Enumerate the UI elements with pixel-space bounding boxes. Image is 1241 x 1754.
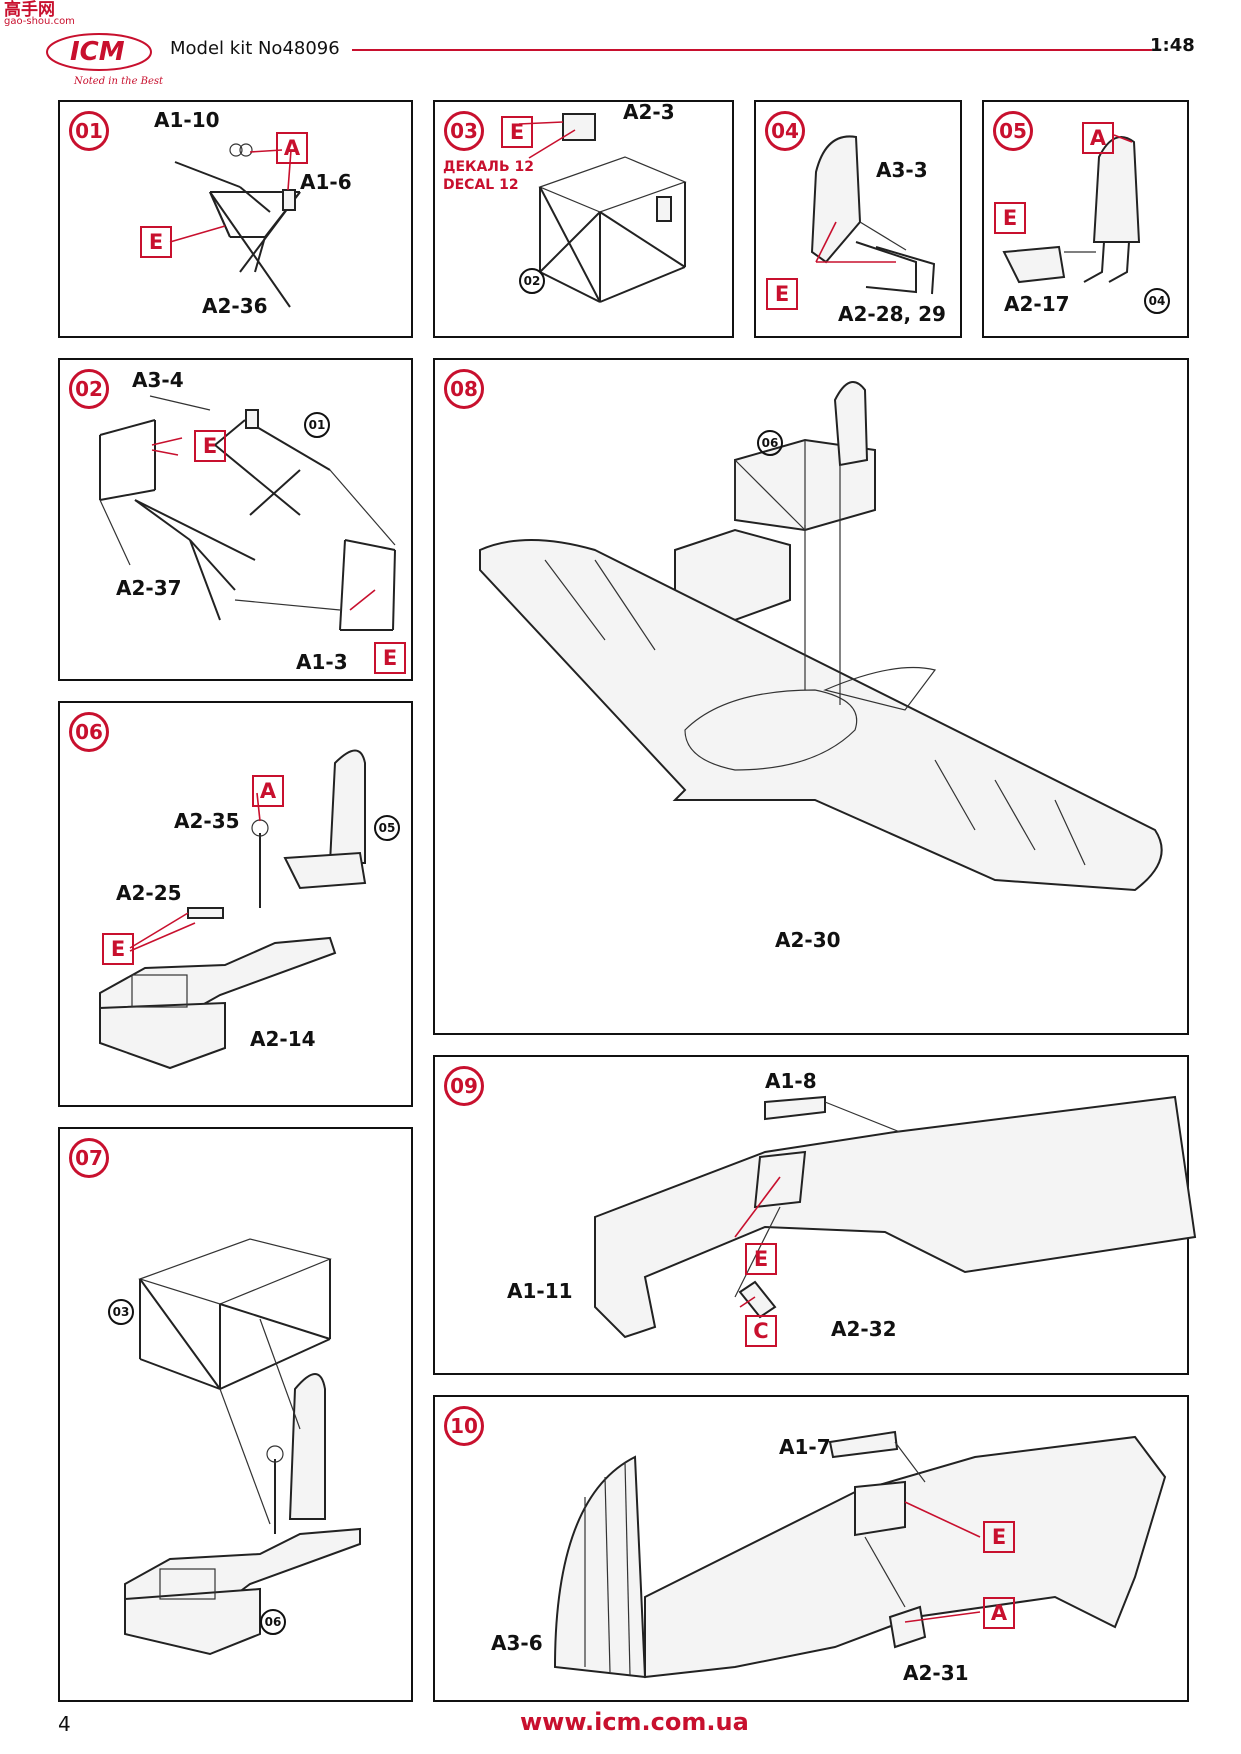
frame-drawing [99,395,396,631]
part-label: A3-3 [876,158,928,182]
step-number: 09 [444,1066,484,1106]
site-watermark: 高手网 gao-shou.com [4,0,75,28]
step-08-panel: 08 A2-30 06 [433,358,1189,1035]
step-number: 07 [69,1138,109,1178]
kit-title: Model kit No48096 [170,38,340,59]
footer-link[interactable]: www.icm.com.ua [520,1708,749,1736]
part-label: A2-25 [116,881,182,905]
paint-code: E [194,430,226,462]
part-label: A1-8 [765,1069,817,1093]
paint-code: A [983,1597,1015,1629]
step-number: 01 [69,111,109,151]
seat-drawing [810,135,936,295]
part-label: A2-30 [775,928,841,952]
frame-drawing [169,143,301,308]
paint-code: E [140,226,172,258]
step-number: 08 [444,369,484,409]
step-09-panel: 09 A1-8 A1-11 A2-32 E C [433,1055,1197,1375]
step-01-panel: 01 A1-10 A1-6 A2-36 A E [58,100,413,338]
cockpit-assembly-drawing [124,1238,361,1656]
part-label: A1-6 [300,170,352,194]
step-ref: 05 [374,815,400,841]
decal-ru: ДЕКАЛЬ 12 [443,159,534,175]
part-label: A3-6 [491,1631,543,1655]
step-number: 03 [444,111,484,151]
part-label: A1-7 [779,1435,831,1459]
icm-logo: ICM Noted in the Best [44,28,164,92]
step-05-panel: 05 A2-17 A E 04 [982,100,1189,338]
seat-drawing [1002,134,1141,284]
part-label: A1-3 [296,650,348,674]
paint-code: E [501,116,533,148]
step-04-panel: 04 A3-3 A2-28, 29 E [754,100,962,338]
paint-code: A [1082,122,1114,154]
step-number: 02 [69,369,109,409]
step-number: 04 [765,111,805,151]
part-label: A2-37 [116,576,182,600]
step-ref: 06 [757,430,783,456]
part-label: A2-31 [903,1661,969,1685]
kit-scale: 1:48 [1150,35,1195,56]
paint-code: E [374,642,406,674]
step-ref: 03 [108,1299,134,1325]
paint-code: A [252,775,284,807]
paint-code: E [745,1243,777,1275]
step-number: 10 [444,1406,484,1446]
step-ref: 02 [519,268,545,294]
step-02-panel: 02 A3-4 A2-37 A1-3 E E 01 [58,358,413,681]
brand-text: ICM [70,37,125,67]
paint-code: C [745,1315,777,1347]
paint-code: E [766,278,798,310]
wing-assembly-drawing [479,381,1163,892]
part-label: A2-36 [202,294,268,318]
brand-tagline: Noted in the Best [73,76,164,87]
step-ref: 01 [304,412,330,438]
fuselage-tail-drawing [553,1430,1167,1679]
step-ref: 06 [260,1609,286,1635]
part-label: A1-10 [154,108,220,132]
frame-drawing [518,113,687,303]
part-label: A2-14 [250,1027,316,1051]
part-label: A2-28, 29 [838,302,946,326]
paint-code: E [102,933,134,965]
step-07-panel: 07 03 06 [58,1127,413,1702]
step-03-panel: 03 A2-3 E ДЕКАЛЬ 12 DECAL 12 02 [433,100,734,338]
part-label: A2-3 [623,100,675,124]
paint-code: E [983,1521,1015,1553]
step-06-panel: 06 A2-35 A2-25 A2-14 A E 05 [58,701,413,1107]
part-label: A2-32 [831,1317,897,1341]
decal-en: DECAL 12 [443,177,519,193]
step-10-panel: 10 A1-7 A3-6 A2-31 E A [433,1395,1189,1702]
step-number: 06 [69,712,109,752]
header-rule [352,49,1152,51]
part-label: A2-35 [174,809,240,833]
floor-drawing [99,749,367,1070]
paint-code: A [276,132,308,164]
part-label: A3-4 [132,368,184,392]
step-number: 05 [993,111,1033,151]
part-label: A1-11 [507,1279,573,1303]
page-number: 4 [58,1712,71,1736]
step-ref: 04 [1144,288,1170,314]
part-label: A2-17 [1004,292,1070,316]
fuselage-drawing [594,1095,1197,1339]
paint-code: E [994,202,1026,234]
